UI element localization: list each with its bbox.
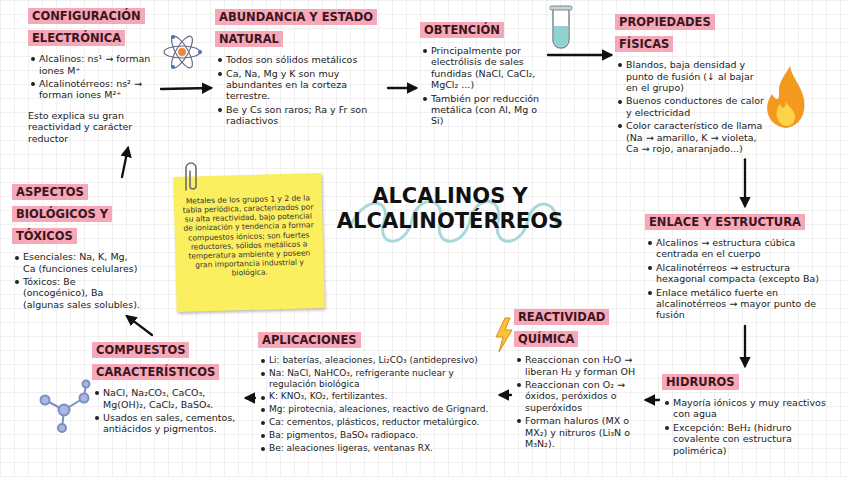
bullet-item: Na: NaCl, NaHCO₃, refrigerante nuclear y… [258, 368, 496, 390]
section-heading: REACTIVIDAD QUÍMICA [514, 309, 609, 347]
flow-arrow [161, 88, 211, 89]
bullet-item: Blandos, baja densidad y punto de fusión… [615, 59, 765, 93]
flow-arrow [744, 159, 746, 206]
section-heading: ABUNDANCIA Y ESTADO NATURAL [215, 9, 377, 47]
bullet-item: Alcalinos: ns¹ → forman iones M⁺ [28, 53, 158, 76]
bullet-item: Usados en sales, cementos, antiácidos y … [92, 412, 242, 435]
section-box: ABUNDANCIA Y ESTADO NATURAL Todos son sól… [215, 5, 385, 129]
section-heading: APLICACIONES [258, 332, 361, 348]
section-box: COMPUESTOS CARACTERÍSTICOS NaCl, Na₂CO₃, … [92, 338, 242, 437]
section-box: PROPIEDADES FÍSICAS Blandos, baja densida… [615, 10, 765, 156]
section-heading: CONFIGURACIÓN ELECTRÓNICA [28, 8, 145, 46]
bullet-item: Li: baterías, aleaciones, Li₂CO₃ (antide… [258, 355, 496, 366]
bullet-item: Buenos conductores de calor y electricid… [615, 95, 765, 118]
flow-arrow [646, 399, 659, 401]
bullet-item: Be: aleaciones ligeras, ventanas RX. [258, 443, 496, 454]
section-heading: ENLACE Y ESTRUCTURA [645, 214, 805, 230]
note-text: Metales de los grupos 1 y 2 de la tabla … [181, 193, 317, 279]
note-text: Esto explica su gran reactividad y carác… [28, 110, 158, 144]
bullet-item: Reaccionan con H₂O → liberan H₂ y forman… [514, 354, 642, 377]
flow-arrow [548, 54, 611, 56]
paperclip-icon [186, 163, 196, 190]
bullet-item: NaCl, Na₂CO₃, CaCO₃, Mg(OH)₂, CaCl₂, BaS… [92, 387, 242, 410]
bullet-item: Be y Cs son raros; Ra y Fr son radiactiv… [215, 104, 385, 127]
section-heading: ASPECTOS BIOLÓGICOS Y TÓXICOS [12, 184, 112, 244]
flow-arrow [388, 87, 416, 89]
bullet-item: Excepción: BeH₂ (hidruro covalente con e… [662, 422, 838, 456]
section-box: OBTENCIÓN Principalmente por electrólisis… [420, 18, 545, 129]
section-box: ENLACE Y ESTRUCTURA Alcalinos → estructur… [645, 210, 823, 323]
bullet-item: Ca: cementos, plásticos, reductor metalú… [258, 417, 496, 428]
bullet-item: Alcalinotérreos: ns² → forman iones M²⁺ [28, 78, 158, 101]
flow-arrow [744, 326, 746, 366]
bullet-item: También por reducción metálica (con Al, … [420, 93, 545, 127]
diagram-title: ALCALINOS Y ALCALINOTÉRREOS [320, 184, 580, 234]
bullet-item: Mayoría iónicos y muy reactivos con agua [662, 397, 838, 420]
bullet-item: Alcalinotérreos → estructura hexagonal c… [645, 262, 823, 285]
section-heading: HIDRUROS [662, 374, 739, 390]
flow-arrow [500, 394, 511, 396]
lightning-icon [496, 318, 512, 352]
flame-icon [767, 66, 804, 128]
section-heading: PROPIEDADES FÍSICAS [615, 14, 715, 52]
section-box: REACTIVIDAD QUÍMICA Reaccionan con H₂O → … [514, 305, 642, 451]
bullet-item: Mg: pirotecnia, aleaciones, reactivo de … [258, 404, 496, 415]
atom-icon [164, 33, 202, 70]
sticky-note: Metales de los grupos 1 y 2 de la tabla … [173, 173, 324, 312]
bullet-item: Enlace metálico fuerte en alcalinotérreo… [645, 287, 823, 321]
section-box: HIDRUROS Mayoría iónicos y muy reactivos … [662, 370, 838, 458]
bullet-item: Color característico de llama (Na → amar… [615, 120, 765, 154]
flow-arrow [246, 397, 255, 399]
bullet-item: Ca, Na, Mg y K son muy abundantes en la … [215, 68, 385, 102]
test-tube-icon [550, 6, 572, 48]
bullet-item: Tóxicos: Be (oncogénico), Ba (algunas sa… [12, 276, 142, 310]
bullet-item: Todos son sólidos metálicos [215, 54, 385, 65]
section-box: APLICACIONES Li: baterías, aleaciones, Li… [258, 328, 496, 455]
bullet-item: K: KNO₃, KO₂, fertilizantes. [258, 391, 496, 402]
section-box: ASPECTOS BIOLÓGICOS Y TÓXICOS Esenciales:… [12, 180, 142, 312]
bullet-item: Alcalinos → estructura cúbica centrada e… [645, 237, 823, 260]
bullet-item: Reaccionan con O₂ → óxidos, peróxidos o … [514, 379, 642, 413]
bullet-item: Ba: pigmentos, BaSO₄ radiopaco. [258, 430, 496, 441]
bullet-item: Forman haluros (MX o MX₂) y nitruros (Li… [514, 415, 642, 449]
section-heading: OBTENCIÓN [420, 22, 504, 38]
section-box: CONFIGURACIÓN ELECTRÓNICA Alcalinos: ns¹ … [28, 4, 158, 144]
bullet-item: Esenciales: Na, K, Mg, Ca (funciones cel… [12, 251, 142, 274]
flow-arrow [127, 316, 152, 335]
bullet-item: Principalmente por electrólisis de sales… [420, 45, 545, 91]
section-heading: COMPUESTOS CARACTERÍSTICOS [92, 342, 219, 380]
molecule-icon [41, 381, 90, 433]
flow-arrow [122, 148, 128, 177]
